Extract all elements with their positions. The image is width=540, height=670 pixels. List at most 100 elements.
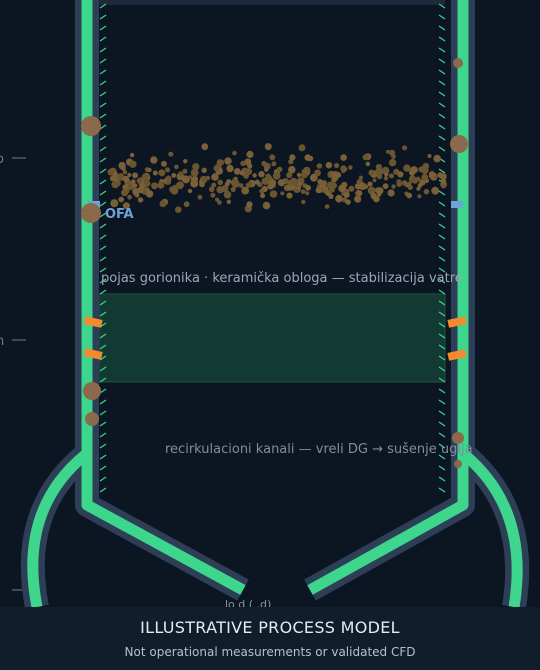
coal-particle (132, 183, 138, 189)
coal-particle (358, 175, 363, 180)
coal-particle (176, 181, 184, 190)
wall-fin (438, 201, 446, 207)
coal-particle (422, 162, 430, 170)
coal-particle (158, 169, 166, 177)
coal-particle (205, 175, 211, 181)
coal-particle (132, 172, 139, 179)
coal-particle (331, 176, 337, 183)
deposit (81, 203, 101, 223)
coal-particle (301, 171, 308, 179)
coal-particle (112, 176, 119, 182)
coal-particle (245, 168, 253, 176)
wall-fin (99, 333, 107, 339)
wall-fin (99, 146, 107, 152)
coal-particle (301, 199, 306, 205)
coal-particle (338, 184, 347, 193)
coal-particle (265, 173, 271, 179)
coal-particle (402, 145, 408, 151)
wall-fin (438, 289, 446, 295)
coal-particle (286, 192, 293, 199)
coal-particle (348, 165, 353, 170)
coal-particle (190, 168, 199, 177)
coal-particle (326, 181, 335, 190)
wall-fin (99, 344, 107, 350)
coal-particle (230, 186, 236, 192)
coal-particle (356, 190, 363, 197)
wall-fin (438, 146, 446, 152)
coal-particle (241, 187, 246, 192)
coal-particle-cloud (107, 143, 447, 213)
wall-fin (99, 366, 107, 372)
deposit (450, 135, 468, 153)
coal-particle (141, 173, 150, 181)
wall-fin (99, 113, 107, 119)
coal-particle (396, 181, 402, 187)
coal-particle (213, 165, 220, 172)
coal-particle (288, 165, 296, 174)
wall-fin (438, 388, 446, 394)
coal-particle (182, 175, 190, 184)
coal-particle (201, 167, 207, 173)
coal-particle (240, 160, 246, 167)
wall-fin (99, 234, 107, 240)
coal-particle (428, 171, 436, 178)
wall-fin (438, 311, 446, 317)
coal-particle (122, 202, 130, 210)
wall-fin (438, 47, 446, 53)
coal-particle (174, 164, 179, 170)
burner-right-upper (447, 316, 467, 328)
coal-particle (272, 172, 281, 180)
coal-particle (261, 177, 270, 185)
wall-fin (99, 245, 107, 251)
wall-fin (99, 454, 107, 460)
coal-particle (441, 183, 446, 189)
coal-particle (182, 168, 188, 174)
deposit (81, 116, 101, 136)
coal-particle (269, 182, 274, 187)
coal-particle (362, 154, 369, 161)
coal-particle (433, 154, 442, 163)
coal-particle (143, 180, 151, 187)
ofa-port-right (451, 201, 463, 208)
coal-particle (305, 191, 310, 196)
coal-particle (183, 159, 188, 164)
coal-particle (314, 169, 321, 177)
coal-particle (348, 185, 355, 192)
coal-particle (264, 167, 269, 172)
furnace-top-edge (99, 0, 445, 5)
coal-particle (307, 155, 314, 162)
coal-particle (315, 187, 322, 194)
ofa-label: OFA (105, 207, 134, 222)
coal-particle (187, 188, 193, 194)
wall-fin (99, 14, 107, 20)
coal-particle (127, 194, 132, 200)
coal-particle (201, 178, 206, 183)
coal-particle (306, 168, 311, 173)
wall-fin (438, 256, 446, 262)
coal-particle (226, 199, 231, 204)
coal-particle (407, 181, 412, 186)
coal-particle (316, 163, 323, 169)
footer-subtitle: Not operational measurements or validate… (124, 645, 416, 659)
wall-fin (99, 487, 107, 493)
coal-particle (168, 151, 174, 157)
wall-fin (99, 102, 107, 108)
coal-particle (375, 163, 382, 171)
coal-particle (343, 191, 350, 198)
coal-particle (239, 170, 245, 176)
coal-particle (129, 152, 135, 158)
wall-fin (99, 69, 107, 75)
coal-particle (150, 156, 158, 164)
burners (83, 316, 467, 361)
wall-fin (99, 91, 107, 97)
coal-particle (376, 187, 384, 195)
wall-fin (99, 179, 107, 185)
wall-fin (438, 69, 446, 75)
coal-particle (197, 194, 203, 200)
coal-particle (384, 172, 389, 177)
wall-fin (99, 47, 107, 53)
coal-particle (417, 194, 422, 199)
wall-fin (99, 278, 107, 284)
coal-particle (415, 176, 421, 182)
wall-fin (99, 201, 107, 207)
